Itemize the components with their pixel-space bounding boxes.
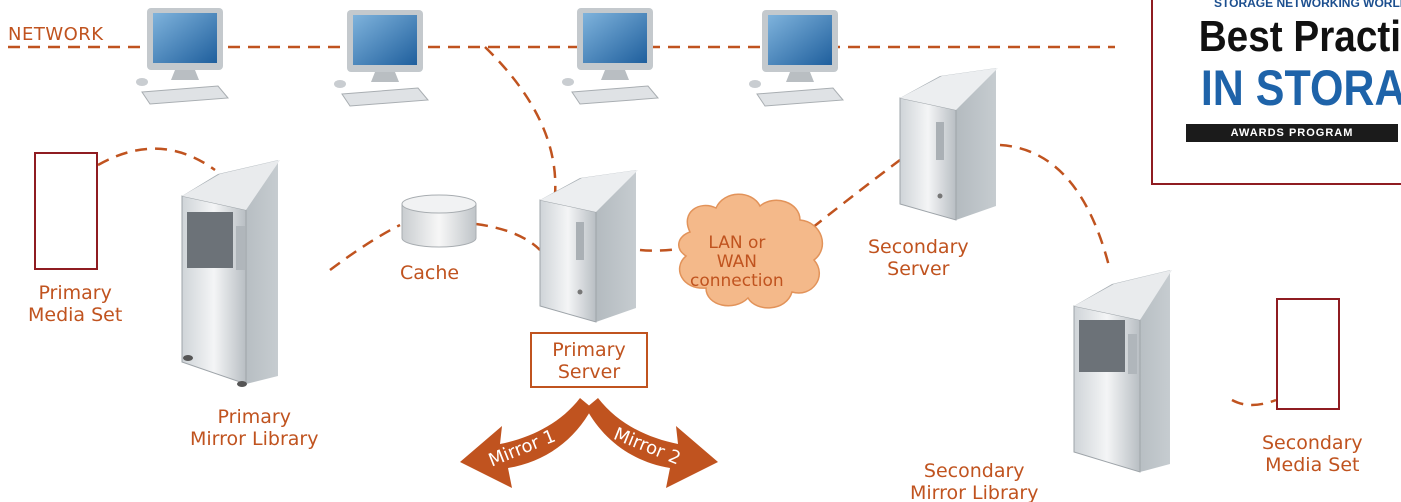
secondary-media-set-frame (1276, 298, 1340, 410)
primary-server-line2: Server (557, 361, 621, 383)
secondary-mirror-library-line1: Secondary (923, 460, 1025, 482)
secondary-server-line2: Server (887, 258, 950, 280)
lan-wan-cloud-icon (678, 193, 824, 309)
cache-label: Cache (400, 262, 459, 284)
secondary-server-to-library-line (999, 143, 1112, 271)
secondary-mirror-library-label: Secondary Mirror Library (910, 460, 1038, 502)
library-to-cache-line (329, 223, 401, 272)
cache-cylinder-icon (401, 194, 477, 248)
network-to-primary-server-line (484, 46, 557, 196)
primary-mirror-library-icon (181, 160, 280, 387)
network-label: NETWORK (8, 24, 104, 45)
media-to-primary-library-line (97, 147, 216, 172)
primary-server-label-box: Primary Server (530, 332, 648, 388)
secondary-server-line1: Secondary (868, 236, 969, 258)
secondary-media-set-line1: Secondary (1262, 432, 1363, 454)
primary-server-icon (539, 170, 638, 323)
workstation-3 (562, 8, 660, 105)
lan-wan-line3: connection (690, 271, 784, 291)
lan-wan-line1: LAN or (708, 233, 766, 253)
secondary-library-to-media-line (1231, 398, 1277, 407)
workstation-4 (749, 10, 845, 107)
primary-media-set-line2: Media Set (28, 304, 123, 326)
mirror1-arrow (460, 398, 592, 488)
mirror2-arrow (586, 398, 718, 488)
lan-wan-line2: WAN (716, 252, 757, 272)
logo-frame (1151, 0, 1401, 185)
lan-wan-label: LAN or WAN connection (690, 234, 784, 291)
logo-awards-program: AWARDS PROGRAM (1186, 124, 1398, 142)
primary-mirror-library-label: Primary Mirror Library (190, 406, 318, 450)
secondary-server-label: Secondary Server (868, 236, 969, 280)
server-to-cloud-line (639, 246, 686, 252)
workstation-2 (334, 10, 430, 107)
primary-media-set-line1: Primary (38, 282, 112, 304)
workstation-1 (136, 8, 230, 105)
secondary-server-icon (899, 68, 998, 221)
cache-to-server-line (475, 222, 541, 251)
primary-server-line1: Primary (552, 339, 626, 361)
secondary-media-set-label: Secondary Media Set (1262, 432, 1363, 476)
logo-best-practices: Best Practices (1198, 12, 1401, 61)
secondary-media-set-line2: Media Set (1265, 454, 1360, 476)
primary-media-set-label: Primary Media Set (28, 282, 122, 326)
logo-in-storage: IN STORAGE (1200, 60, 1401, 116)
secondary-mirror-library-icon (1073, 270, 1172, 473)
primary-media-set-frame (34, 152, 98, 270)
cache-label-text: Cache (400, 262, 460, 284)
primary-mirror-library-line1: Primary (217, 406, 291, 428)
primary-mirror-library-line2: Mirror Library (190, 428, 319, 450)
logo-top-text: STORAGE NETWORKING WORLD (1214, 0, 1401, 10)
cloud-to-secondary-server-line (811, 159, 901, 229)
secondary-mirror-library-line2: Mirror Library (910, 482, 1039, 502)
